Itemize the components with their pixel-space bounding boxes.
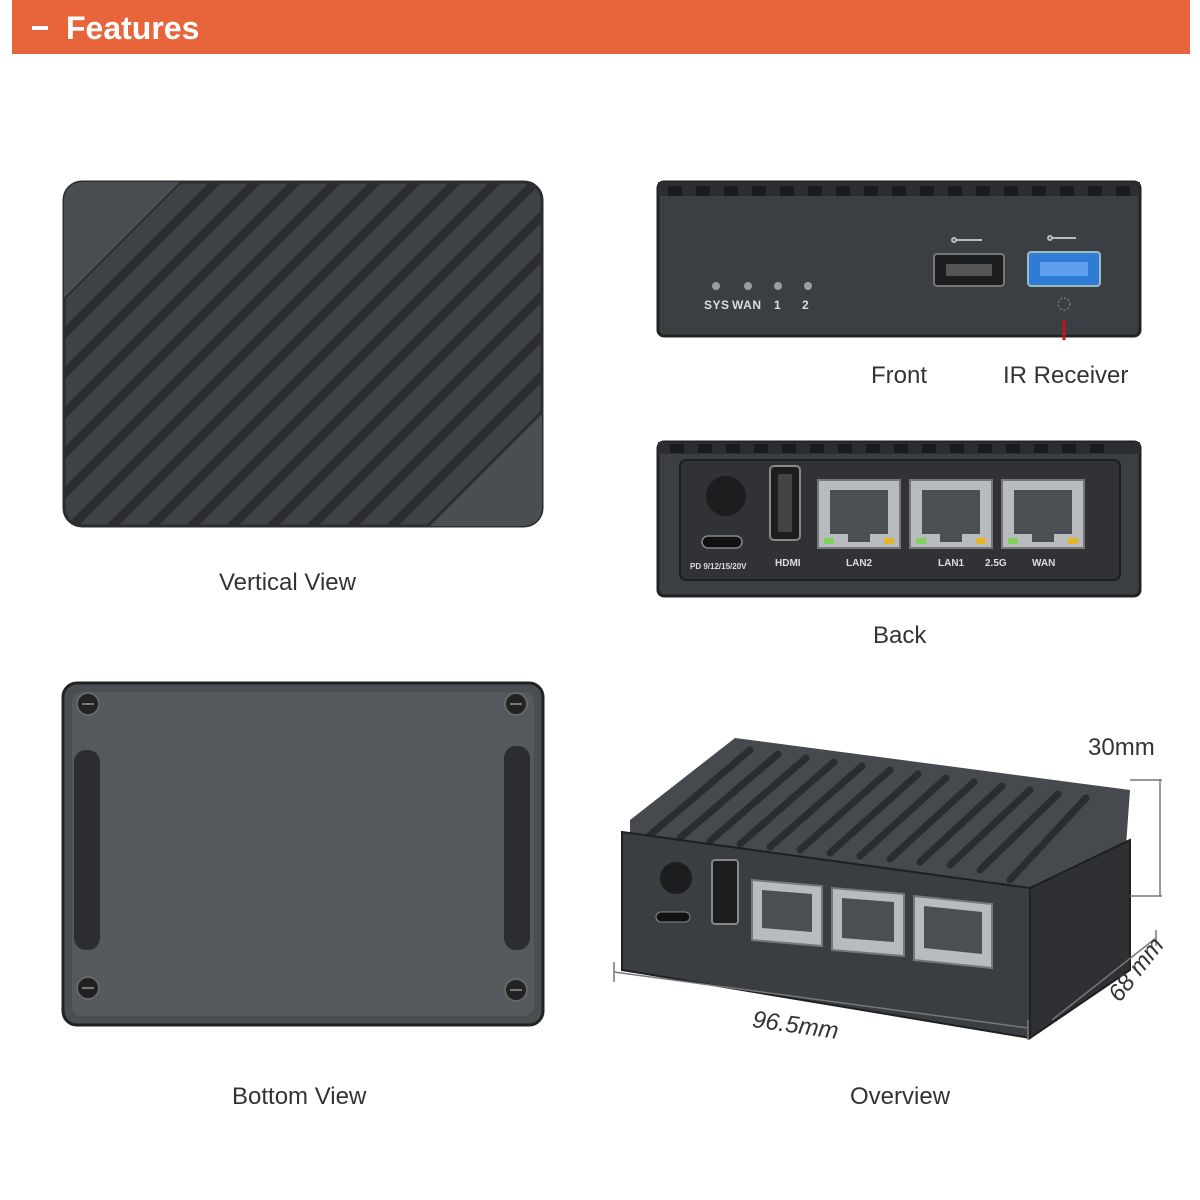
led-label-1: 1 (774, 298, 782, 312)
overview-caption: Overview (850, 1083, 951, 1110)
bottom-view-caption: Bottom View (232, 1083, 367, 1110)
vertical-view-image (60, 178, 546, 530)
features-banner: Features (12, 0, 1190, 54)
back-caption: Back (873, 622, 927, 649)
back-view-image (656, 440, 1142, 600)
led-label-wan: WAN (732, 298, 762, 312)
vertical-view-caption: Vertical View (219, 569, 356, 596)
bottom-view-image (60, 680, 546, 1030)
front-view-image (656, 180, 1142, 340)
dimension-height-label: 30mm (1088, 734, 1155, 761)
overview-image (600, 720, 1180, 1050)
banner-dash-icon (32, 26, 48, 30)
front-caption: Front (871, 362, 928, 389)
led-label-2: 2 (802, 298, 810, 312)
ir-receiver-label: IR Receiver (1003, 362, 1129, 389)
led-label-sys: SYS (704, 298, 730, 312)
banner-title: Features (66, 10, 200, 46)
